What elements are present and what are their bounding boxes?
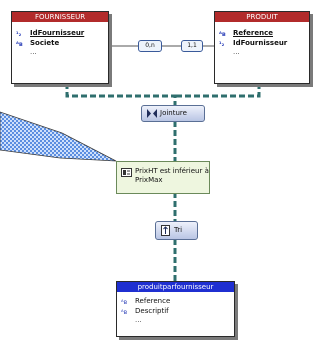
text-field-icon: ᴬʙ [121,298,131,306]
svg-text:ᴬʙ: ᴬʙ [121,299,128,305]
tri-node[interactable]: Tri [155,221,198,240]
field-idfournisseur-fk[interactable]: ¹₂ IdFournisseur [215,38,309,48]
jointure-node[interactable]: Jointure [141,105,205,122]
field-label: Reference [135,297,171,305]
condition-text-line2: PrixMax [135,176,163,184]
numeric-field-icon: ¹₂ [219,40,229,48]
produit-join-connector [175,83,261,98]
jointure-label: Jointure [160,109,187,117]
more-fields: ... [233,48,240,56]
filter-icon [121,168,132,180]
field-societe[interactable]: ᴬʙ Societe [12,38,108,48]
more-fields: ... [135,316,142,324]
svg-text:¹₂: ¹₂ [16,31,22,37]
field-label: Societe [30,39,60,47]
cardinality-left: 0,n [138,40,162,52]
field-label: Descriptif [135,307,169,315]
join-icon [147,109,157,120]
cardinality-right: 1,1 [181,40,203,52]
field-idfournisseur[interactable]: ¹₂ IdFournisseur [12,28,108,38]
svg-text:ᴬʙ: ᴬʙ [219,31,226,37]
more-fields: ... [30,48,37,56]
table-produitparfournisseur[interactable]: produitparfournisseur ᴬʙ Reference ᴬʙ De… [116,281,235,337]
key-field-icon: ¹₂ [16,30,26,38]
text-field-icon: ᴬʙ [16,40,26,48]
tri-label: Tri [174,226,183,234]
field-reference-result[interactable]: ᴬʙ Reference [117,296,234,306]
field-label: IdFournisseur [233,39,288,47]
field-descriptif-result[interactable]: ᴬʙ Descriptif [117,306,234,316]
table-fournisseur-title: FOURNISSEUR [12,12,108,22]
table-produit-title: PRODUIT [215,12,309,22]
svg-text:ᴬʙ: ᴬʙ [121,309,128,315]
svg-text:ᴬʙ: ᴬʙ [16,41,23,47]
fournisseur-join-connector [65,83,177,105]
table-produit[interactable]: PRODUIT ᴬʙ Reference ¹₂ IdFournisseur ..… [214,11,310,84]
key-field-icon: ᴬʙ [219,30,229,38]
callout-shape [0,111,117,162]
field-label: IdFournisseur [30,29,85,37]
table-fournisseur[interactable]: FOURNISSEUR ¹₂ IdFournisseur ᴬʙ Societe … [11,11,109,84]
field-reference[interactable]: ᴬʙ Reference [215,28,309,38]
field-label: Reference [233,29,274,37]
svg-text:¹₂: ¹₂ [219,41,225,47]
condition-node[interactable]: PrixHT est inférieur à PrixMax [116,161,210,194]
text-field-icon: ᴬʙ [121,308,131,316]
condition-text-line1: PrixHT est inférieur à [135,167,209,175]
result-title: produitparfournisseur [117,282,234,292]
sort-icon [161,225,170,238]
